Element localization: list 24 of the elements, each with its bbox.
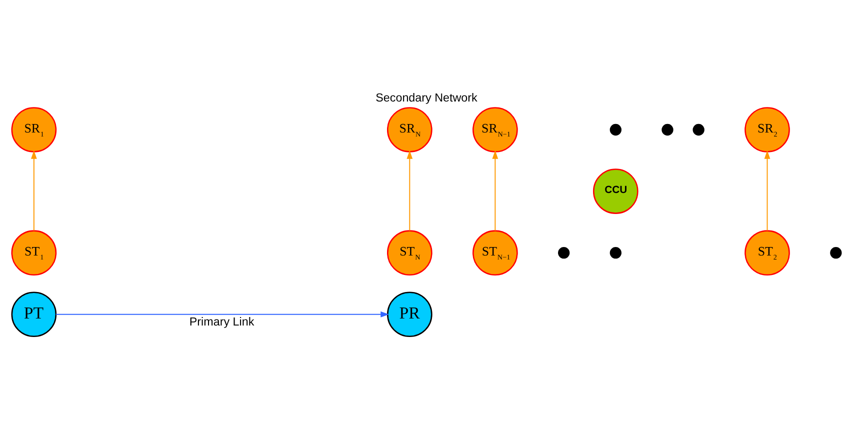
node-circle: PR bbox=[386, 291, 432, 337]
arrow bbox=[30, 150, 37, 231]
node-circle: PT bbox=[11, 291, 57, 337]
diagram-title: Secondary Network bbox=[376, 91, 478, 104]
node-dot bbox=[662, 123, 674, 136]
node-circle: ST$_{N−1}$ bbox=[472, 230, 518, 276]
node-circle: SR$_{N}$ bbox=[386, 106, 432, 152]
node-circle: ST$_{1}$ bbox=[11, 230, 57, 276]
node-dot bbox=[830, 246, 842, 258]
edge-label: Primary Link bbox=[189, 315, 254, 328]
node-dot bbox=[610, 246, 622, 258]
node-circle: SR$_{N−1}$ bbox=[472, 106, 518, 152]
node-circle: SR$_{2}$ bbox=[744, 106, 790, 152]
node-circle: CCU bbox=[592, 168, 638, 214]
node-circle: ST$_{2}$ bbox=[744, 230, 790, 276]
arrow bbox=[492, 150, 498, 231]
node-dot bbox=[692, 123, 704, 136]
arrow bbox=[56, 310, 390, 317]
node-dot bbox=[558, 246, 570, 258]
arrow bbox=[406, 150, 413, 231]
node-circle: ST$_{N}$ bbox=[386, 230, 432, 276]
node-circle: SR$_{1}$ bbox=[11, 106, 57, 152]
node-dot bbox=[610, 123, 622, 136]
arrow bbox=[764, 150, 770, 231]
